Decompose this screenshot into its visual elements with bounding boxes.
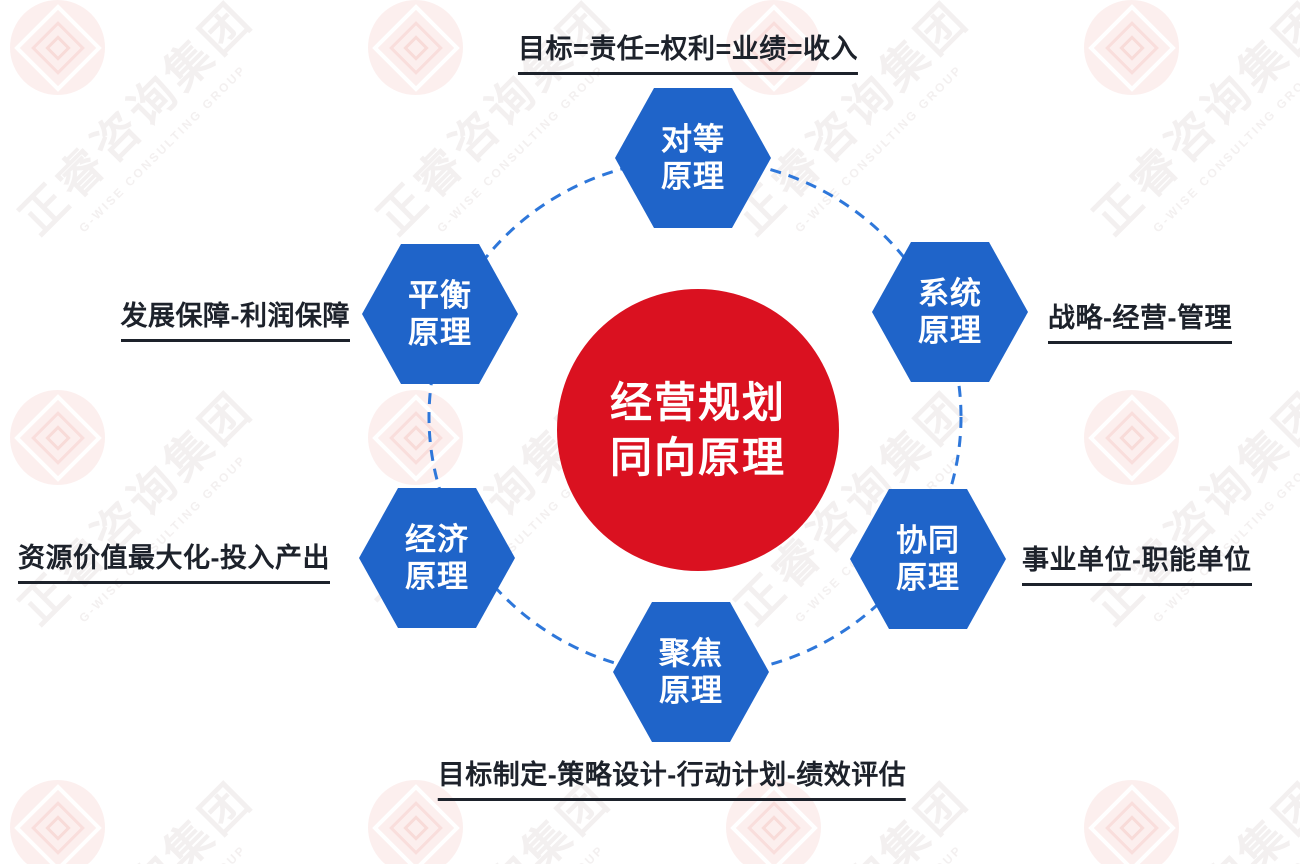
hexagon-balance-principle: 平衡 原理 [362,244,518,384]
annotation-system: 战略-经营-管理 [1048,296,1232,344]
hexagon-label-line1: 协同 [896,522,960,558]
center-title-line1: 经营规划 [609,378,786,426]
annotation-balance: 发展保障-利润保障 [120,294,350,342]
hexagon-system-principle: 系统 原理 [872,242,1028,382]
hexagon-label-line2: 原理 [661,159,725,194]
center-title-line2: 同向原理 [609,434,786,481]
hexagon-label-line1: 系统 [918,275,982,311]
annotation-synergy: 事业单位-职能单位 [1022,538,1252,586]
hexagon-label-line1: 经济 [405,521,469,557]
center-circle: 经营规划 同向原理 [557,289,839,571]
hexagon-label-line1: 对等 [661,121,725,157]
annotation-focus: 目标制定-策略设计-行动计划-绩效评估 [437,753,907,801]
hexagon-label-line1: 平衡 [408,277,472,313]
hexagon-label-line1: 聚焦 [659,635,723,671]
hexagon-label-line2: 原理 [408,315,472,350]
annotation-parity: 目标=责任=权利=业绩=收入 [517,27,859,75]
hexagon-label-line2: 原理 [896,560,960,595]
annotation-economy: 资源价值最大化-投入产出 [18,536,330,584]
hexagon-label-line2: 原理 [918,313,982,348]
hexagon-label-line2: 原理 [405,559,469,594]
hexagon-label-line2: 原理 [659,673,723,708]
